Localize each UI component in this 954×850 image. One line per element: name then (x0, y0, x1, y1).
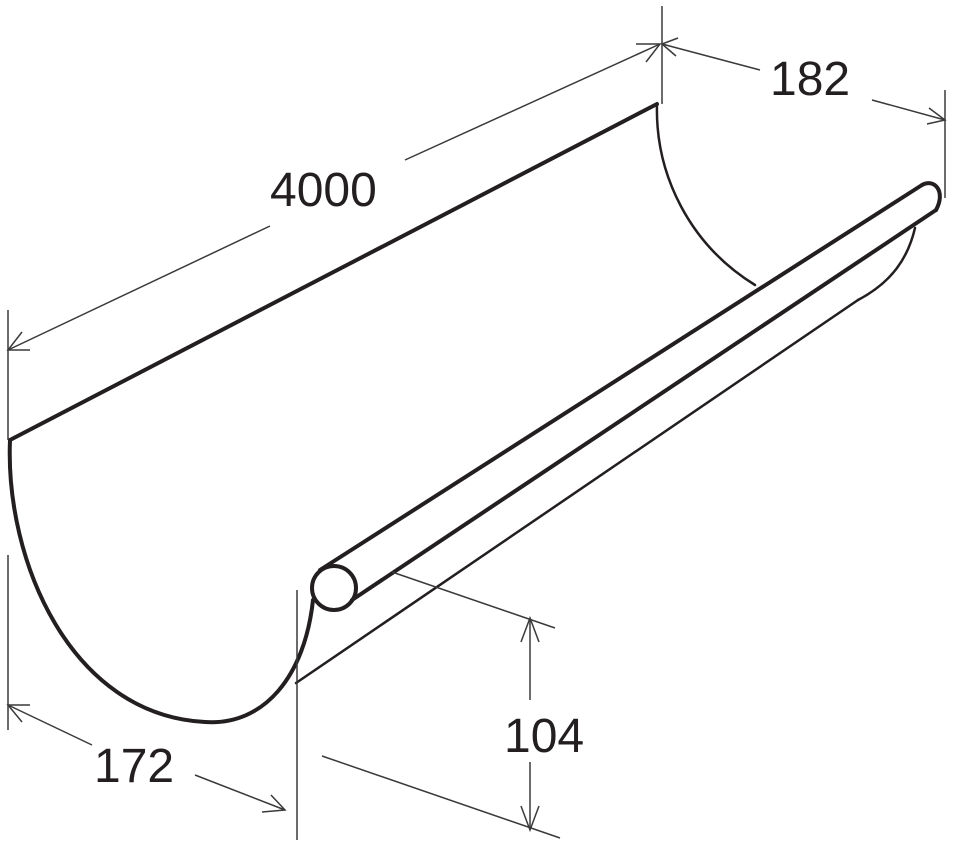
arrowhead-4000-left (6, 331, 30, 351)
dimension-172: 172 (6, 555, 298, 840)
gutter-body (7, 102, 942, 725)
arrowhead-172-right (261, 794, 287, 813)
dimension-line-4000-a (7, 225, 271, 351)
dimension-label-depth: 104 (504, 710, 584, 763)
dimension-line-172-b (194, 774, 286, 811)
extension-line-depth-top (391, 571, 556, 629)
gutter-far-outer-curve (856, 226, 917, 302)
dimension-line-4000-b (404, 43, 661, 161)
dimension-line-172-a (7, 704, 93, 746)
dimension-line-182-a (661, 43, 761, 71)
dimension-4000: 4000 (6, 6, 663, 440)
extension-line-depth-bottom (321, 755, 561, 839)
arrowhead-182-right (926, 107, 947, 125)
gutter-near-profile (7, 438, 315, 725)
gutter-bead-far-cap (920, 181, 942, 212)
gutter-bead-end (310, 564, 358, 612)
dimension-line-182-b (871, 99, 946, 121)
gutter-bead-bottom-line (350, 208, 938, 602)
gutter-underside-line (294, 298, 860, 685)
gutter-back-edge (8, 102, 659, 442)
dimension-104: 104 (321, 571, 584, 839)
arrowhead-104-bottom (520, 805, 540, 833)
arrowhead-104-top (520, 615, 540, 643)
gutter-far-inner-curve (655, 102, 757, 287)
dimension-label-bottom-width: 172 (94, 740, 174, 793)
dimension-label-top-width: 182 (770, 53, 850, 106)
arrowhead-182-left (660, 37, 679, 57)
dimension-182: 182 (660, 37, 947, 198)
dimension-label-length: 4000 (270, 164, 377, 217)
arrowhead-172-left (6, 704, 30, 723)
gutter-bead-top-line (318, 183, 924, 572)
arrowhead-4000-right (636, 43, 662, 63)
